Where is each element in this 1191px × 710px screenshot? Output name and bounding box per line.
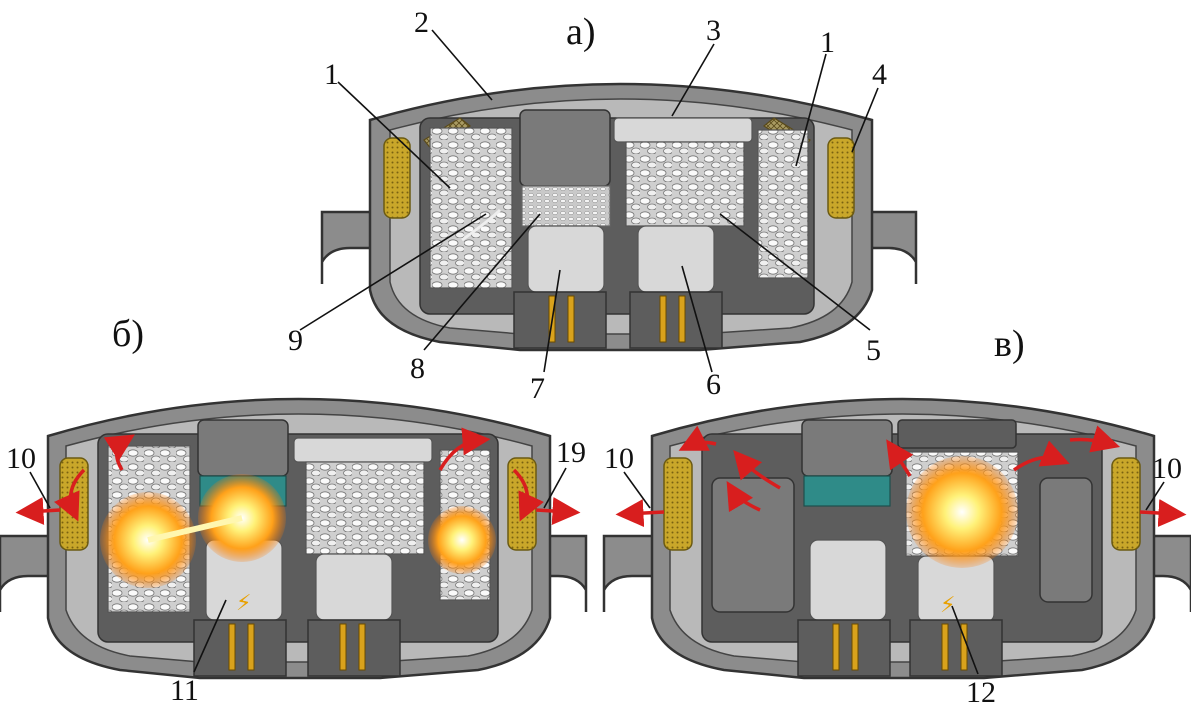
label-12: 12 <box>966 676 996 709</box>
gas-arrow-c-3 <box>726 480 761 513</box>
leader-19 <box>543 467 567 509</box>
pin-right-2-a <box>678 295 686 343</box>
gas-arrow-c-5 <box>1069 425 1121 453</box>
cap-stage-two-b <box>293 437 433 463</box>
filter-ring-right-b <box>507 457 537 551</box>
gas-arrow-c-4 <box>733 450 781 490</box>
leader-lines <box>29 29 1165 675</box>
label-19: 19 <box>556 436 586 469</box>
gas-arrow-c-6 <box>678 425 717 451</box>
igniter-band-c <box>803 475 891 507</box>
gas-arrow-b-4 <box>512 468 544 522</box>
connector-left-c <box>797 619 891 677</box>
panel-c-stage-two-fired: ⚡ <box>602 397 1191 680</box>
propellant-left-chamber-a <box>429 127 513 289</box>
empty-chamber-left-c <box>711 477 795 613</box>
pin-left-1-b <box>228 623 236 671</box>
label-8: 8 <box>410 352 425 385</box>
initiator-right-b <box>315 553 393 621</box>
initiator-left-c <box>809 539 887 621</box>
leader-10-c-right <box>1145 481 1165 511</box>
leader-4 <box>851 87 879 153</box>
gas-arrow-c-8 <box>1139 499 1187 528</box>
gas-arrow-b-6 <box>535 496 581 525</box>
filter-ring-left-a <box>383 137 411 219</box>
pin-right-2-b <box>358 623 366 671</box>
label-11: 11 <box>170 674 199 707</box>
propellant-stage-two-b <box>305 461 425 555</box>
fuse-wire-a <box>461 208 502 242</box>
spark-icon-c: ⚡ <box>940 593 955 618</box>
leader-9 <box>299 213 487 331</box>
label-2: 2 <box>414 6 429 39</box>
label-10-b: 10 <box>6 442 36 475</box>
leader-1-right <box>795 53 827 167</box>
filter-ring-left-c <box>663 457 693 551</box>
panel-label-a: а) <box>566 11 596 53</box>
panel-label-c: в) <box>994 323 1025 365</box>
gas-arrow-b-3 <box>54 468 86 522</box>
spark-icon-b: ⚡ <box>236 591 251 616</box>
flame-jet-b <box>147 515 243 543</box>
panel-b-stage-one-fired: ⚡ <box>0 397 588 680</box>
propellant-stage-two-a <box>625 141 745 227</box>
pin-left-2-a <box>567 295 575 343</box>
leader-1-left <box>337 81 451 189</box>
gas-arrow-c-2 <box>1013 440 1070 472</box>
connector-right-a <box>629 291 723 349</box>
initiator-right-a <box>637 225 715 293</box>
cap-stage-two-a <box>613 117 753 143</box>
label-1-left: 1 <box>324 58 339 91</box>
leader-8 <box>423 213 541 351</box>
initiator-left-a <box>527 225 605 293</box>
cap-stage-two-c <box>897 419 1017 449</box>
leader-12 <box>951 605 979 675</box>
leader-11 <box>193 599 227 673</box>
gas-arrow-c-1 <box>886 439 914 477</box>
pin-left-2-b <box>247 623 255 671</box>
filter-ring-right-c <box>1111 457 1141 551</box>
pin-right-1-a <box>659 295 667 343</box>
leader-10-b <box>29 471 51 509</box>
pin-right-1-b <box>339 623 347 671</box>
label-1-right: 1 <box>820 26 835 59</box>
leader-3 <box>671 43 715 117</box>
gas-arrow-c-7 <box>615 499 665 528</box>
connector-right-b <box>307 619 401 677</box>
gas-arrow-b-5 <box>15 496 61 525</box>
label-5: 5 <box>866 334 881 367</box>
igniter-cup-left-a <box>519 109 611 187</box>
leader-5 <box>719 213 871 331</box>
explosion-right-chamber-b <box>428 506 496 574</box>
label-10-c-right: 10 <box>1152 452 1182 485</box>
connector-left-b <box>193 619 287 677</box>
filter-ring-right-a <box>827 137 855 219</box>
leader-2 <box>431 29 493 101</box>
leader-7 <box>543 269 561 373</box>
label-7: 7 <box>530 372 545 405</box>
connector-right-c <box>909 619 1003 677</box>
pin-left-2-c <box>851 623 859 671</box>
number-labels: а) б) в) 2 1 3 1 4 5 6 7 8 9 10 19 11 10… <box>6 6 1182 709</box>
gas-arrow-b-1 <box>103 434 135 471</box>
panel-a-inactive-state <box>320 82 918 352</box>
igniter-cup-left-c <box>801 419 893 477</box>
pin-left-1-c <box>832 623 840 671</box>
pin-right-1-c <box>941 623 949 671</box>
explosion-stage-two-c <box>906 456 1018 568</box>
empty-chamber-right-c <box>1039 477 1093 603</box>
label-4: 4 <box>872 58 887 91</box>
igniter-cup-left-b <box>197 419 289 477</box>
label-9: 9 <box>288 324 303 357</box>
leader-6 <box>681 265 713 373</box>
label-6: 6 <box>706 368 721 401</box>
label-10-c-left: 10 <box>604 442 634 475</box>
panel-label-b: б) <box>112 313 144 355</box>
leader-10-c-left <box>623 471 651 509</box>
connector-left-a <box>513 291 607 349</box>
label-3: 3 <box>706 14 721 47</box>
gas-arrow-b-2 <box>438 427 491 471</box>
